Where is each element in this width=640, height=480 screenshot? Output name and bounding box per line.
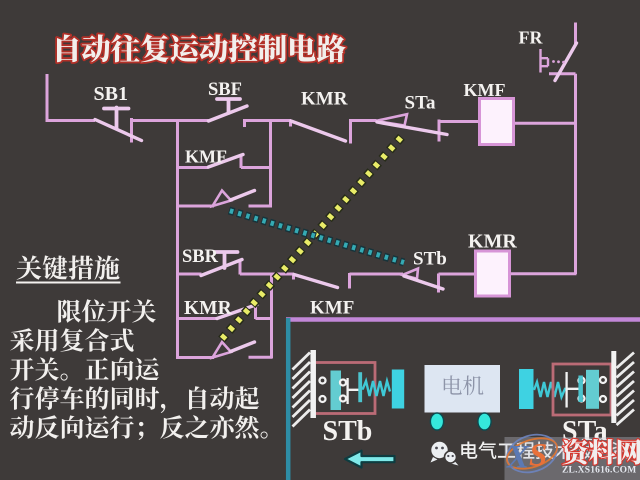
svg-text:ZL.XS1616.COM: ZL.XS1616.COM bbox=[562, 466, 636, 476]
svg-text:SBF: SBF bbox=[208, 80, 242, 100]
svg-text:STa: STa bbox=[405, 93, 436, 114]
svg-text:KMR: KMR bbox=[184, 298, 233, 319]
svg-text:KMR: KMR bbox=[301, 89, 348, 110]
svg-text:S: S bbox=[529, 438, 547, 474]
svg-text:STb: STb bbox=[413, 249, 447, 270]
svg-text:KMF: KMF bbox=[464, 80, 506, 100]
svg-text:SB1: SB1 bbox=[94, 83, 128, 105]
svg-text:SBR: SBR bbox=[182, 247, 219, 267]
svg-text:KMF: KMF bbox=[185, 147, 227, 167]
svg-text:KMR: KMR bbox=[468, 231, 517, 253]
svg-text:FR: FR bbox=[519, 28, 544, 48]
svg-text:STb: STb bbox=[323, 416, 373, 447]
svg-text:KMF: KMF bbox=[310, 298, 354, 319]
svg-text:X: X bbox=[506, 440, 530, 476]
